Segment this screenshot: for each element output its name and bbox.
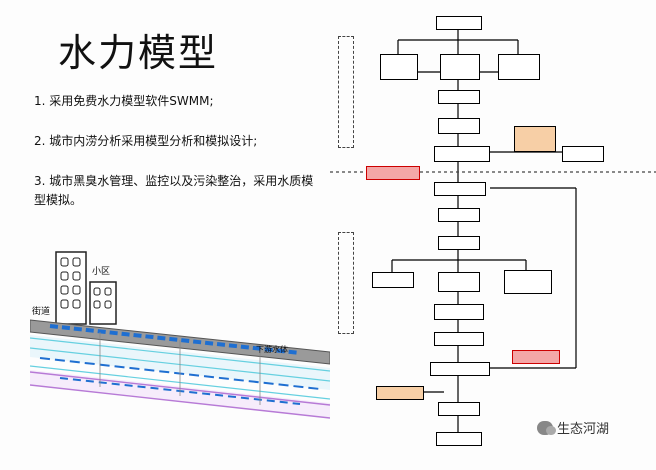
- drainage-diagram: 小区 街道 下游水体: [30, 251, 330, 419]
- flow-box-alert: [512, 350, 560, 364]
- phase-label: [338, 232, 354, 334]
- building-icon: [55, 251, 87, 325]
- flow-box: [434, 146, 490, 162]
- flow-box: [438, 402, 480, 416]
- flow-box: [434, 304, 484, 320]
- flow-box-highlight: [376, 386, 424, 400]
- bullet-item: 3. 城市黑臭水管理、监控以及污染整治，采用水质模型模拟。: [34, 174, 314, 207]
- sewer-label: 下游水体: [256, 344, 288, 354]
- street-label: 街道: [32, 305, 50, 317]
- flow-box: [438, 236, 480, 250]
- flow-box-highlight: [514, 126, 556, 152]
- watermark: 生态河湖: [537, 418, 609, 437]
- flow-box: [372, 272, 414, 288]
- flow-box: [438, 272, 480, 292]
- flow-box: [436, 432, 482, 446]
- bullet-item: 1. 采用免费水力模型软件SWMM;: [34, 94, 214, 108]
- flow-box: [436, 16, 482, 30]
- phase-label: [338, 36, 354, 148]
- flow-box: [438, 208, 480, 222]
- flow-box: [504, 270, 552, 294]
- flowchart-connectors: [330, 28, 656, 432]
- community-label: 小区: [92, 266, 110, 277]
- flow-box: [380, 54, 418, 80]
- building-icon: [89, 281, 117, 325]
- flow-box: [562, 146, 604, 162]
- wechat-icon: [537, 420, 556, 435]
- slide-title: 水力模型: [58, 31, 219, 75]
- flow-box: [438, 90, 480, 104]
- flow-box-alert: [366, 166, 420, 180]
- flow-box: [498, 54, 540, 80]
- flow-box: [434, 182, 486, 196]
- bullet-item: 2. 城市内涝分析采用模型分析和模拟设计;: [34, 134, 258, 148]
- flowchart: [330, 0, 656, 470]
- flow-box: [434, 332, 484, 346]
- flow-box: [430, 362, 490, 376]
- watermark-text: 生态河湖: [557, 422, 610, 437]
- bullet-list: 1. 采用免费水力模型软件SWMM; 2. 城市内涝分析采用模型分析和模拟设计;…: [34, 92, 324, 231]
- flow-box: [440, 54, 480, 80]
- flow-box: [438, 118, 480, 134]
